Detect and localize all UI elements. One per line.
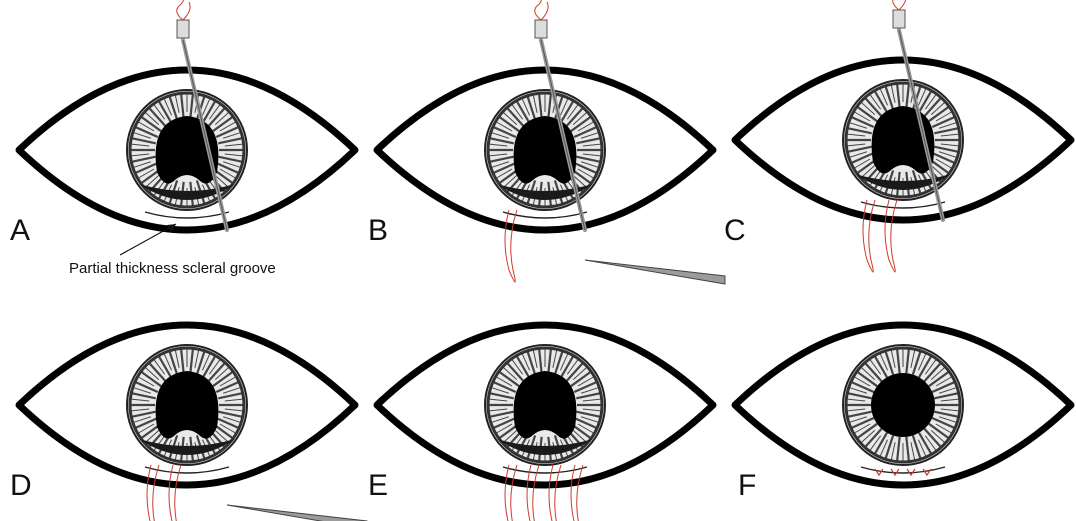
annotation-text: Partial thickness scleral groove: [69, 260, 276, 277]
suture-thread: [535, 0, 548, 20]
panel-label-a: A: [10, 214, 30, 247]
eye-panel-f: [735, 325, 1071, 485]
eye-panel-b: [377, 0, 725, 284]
pupil: [514, 371, 577, 439]
suture-thread: [177, 0, 190, 20]
eye-panel-a: [19, 0, 355, 230]
panel-label-c: C: [724, 214, 746, 247]
suture-thread: [893, 0, 906, 10]
needle-hub: [177, 20, 189, 38]
eye-panel-e: [377, 325, 713, 521]
pupil: [156, 371, 219, 439]
eye-panel-c: [735, 0, 1071, 272]
needle-hub: [893, 10, 905, 28]
eye-panel-d: [19, 325, 367, 521]
panel-label-f: F: [738, 469, 756, 502]
pupil: [871, 373, 935, 437]
forceps-instrument: [585, 260, 725, 284]
panel-label-b: B: [368, 214, 388, 247]
needle-hub: [535, 20, 547, 38]
panel-label-d: D: [10, 469, 32, 502]
forceps-instrument: [227, 505, 367, 521]
panel-label-e: E: [368, 469, 388, 502]
